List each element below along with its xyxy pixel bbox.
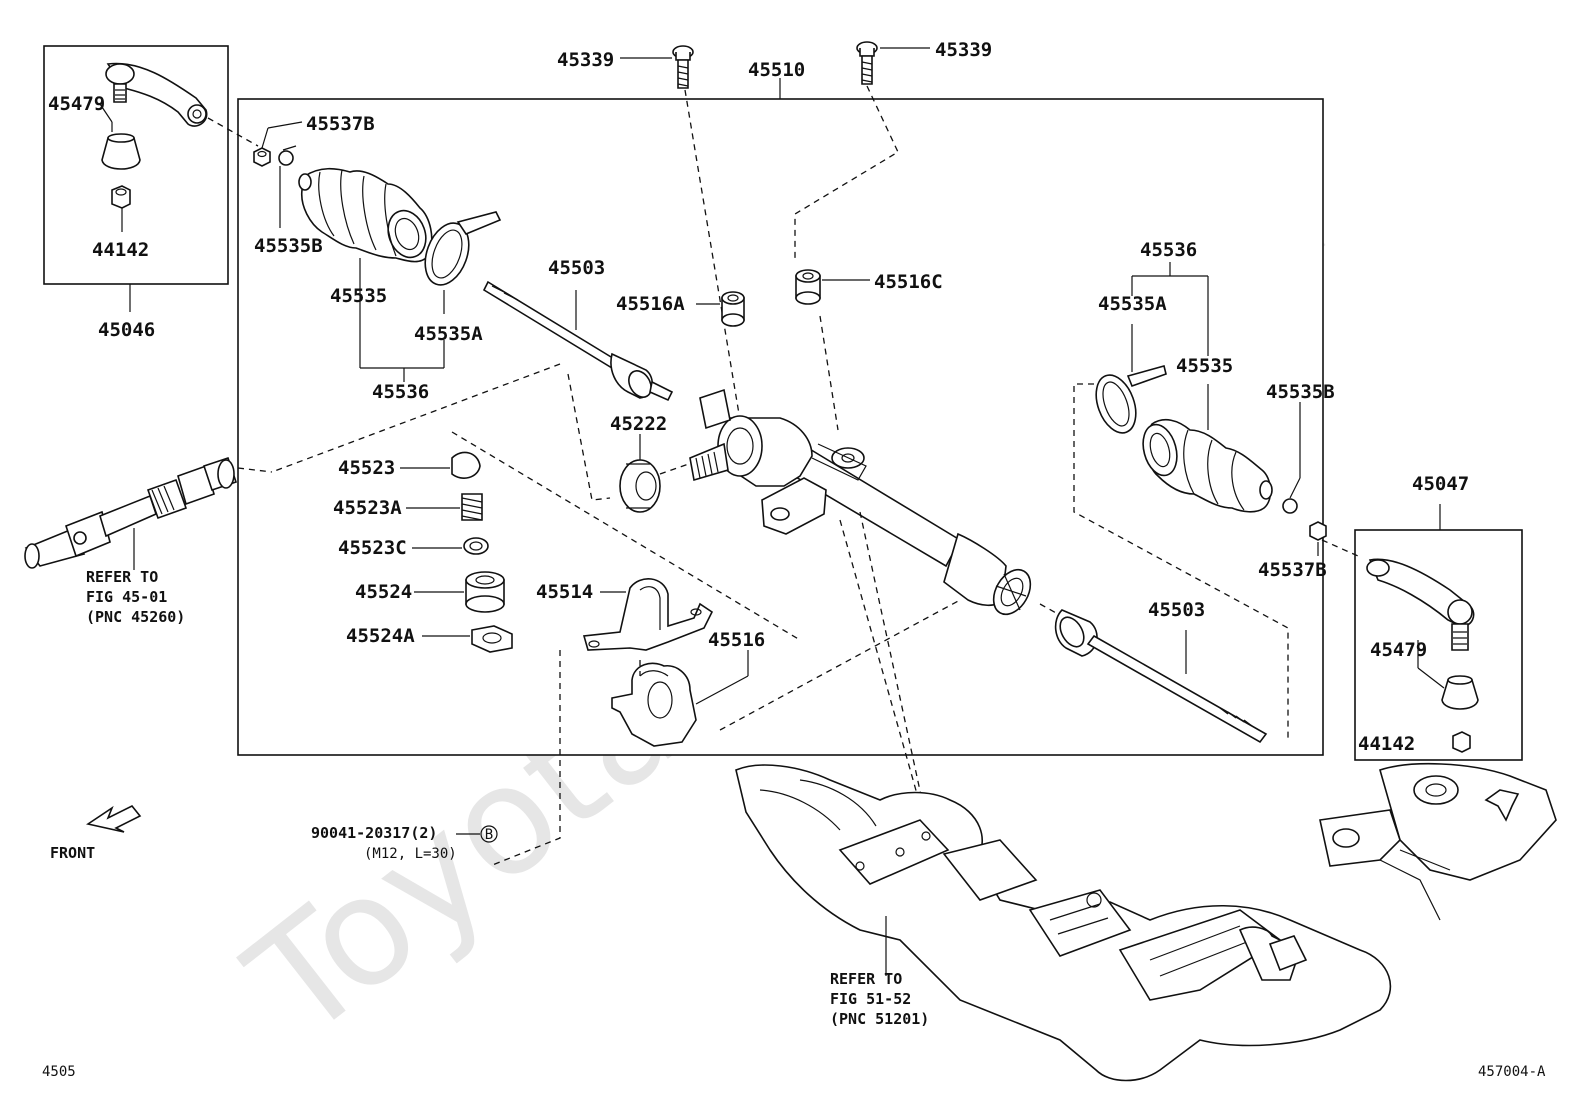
label-tie-rod-end-left: 45046 [98, 319, 155, 341]
right-boot-group [1095, 365, 1327, 541]
footer-left-code: 4505 [42, 1064, 76, 1080]
suspension-crossmember [735, 762, 1557, 1082]
tie-rod-end-left-box [43, 45, 229, 285]
left-boot-group [253, 145, 502, 286]
label-washer: 45523C [338, 537, 407, 559]
bolt-marker-circle-icon [480, 825, 498, 843]
label-boot-kit-left: 45536 [372, 381, 429, 403]
label-tie-rod-end-right: 45047 [1412, 473, 1469, 495]
label-guide: 45523 [338, 457, 395, 479]
steering-gear-housing [689, 388, 1032, 616]
label-bolt-right: 45339 [935, 39, 992, 61]
refer-shaft-line-3: (PNC 45260) [86, 608, 185, 626]
label-clip-b-left: 45535B [254, 235, 323, 257]
label-bracket-bushing: 45516 [708, 629, 765, 651]
label-clip-a-right: 45535A [1098, 293, 1167, 315]
label-nut-end-right: 44142 [1358, 733, 1415, 755]
front-arrow-icon [85, 804, 142, 833]
label-boot-end-left: 45479 [48, 93, 105, 115]
refer-frame-line-3: (PNC 51201) [830, 1010, 929, 1028]
refer-frame-line-2: FIG 51-52 [830, 990, 911, 1008]
bolt-left [672, 45, 694, 89]
bolt-spec-number: 90041-20317(2) [311, 824, 437, 842]
label-boot-left: 45535 [330, 285, 387, 307]
label-bushing-a: 45516A [616, 293, 685, 315]
label-bolt-left: 45339 [557, 49, 614, 71]
bracket [582, 578, 714, 651]
label-rod-right: 45503 [1148, 599, 1205, 621]
label-boot-end-right: 45479 [1370, 639, 1427, 661]
bushing-a [721, 291, 745, 327]
label-clip-a-left: 45535A [414, 323, 483, 345]
label-spring: 45523A [333, 497, 402, 519]
refer-shaft-note: REFER TO FIG 45-01 (PNC 45260) [86, 568, 185, 626]
right-inner-rod [1054, 609, 1268, 744]
label-bushing-c: 45516C [874, 271, 943, 293]
label-plug: 45524 [355, 581, 412, 603]
part-labels: 45339 45339 45510 45537B 45535B 45535 45… [48, 39, 1469, 755]
label-clamp-b-left: 45537B [306, 113, 375, 135]
label-nut-end-left: 44142 [92, 239, 149, 261]
small-parts-column [451, 451, 513, 653]
label-clamp-b-right: 45537B [1258, 559, 1327, 581]
bolt-spec-size: (M12, L=30) [364, 846, 457, 862]
label-clip-b-right: 45535B [1266, 381, 1335, 403]
bracket-bushing [611, 662, 697, 747]
intermediate-shaft [24, 456, 238, 569]
bushing-c [795, 269, 821, 305]
label-boot-right: 45535 [1176, 355, 1233, 377]
refer-frame-note: REFER TO FIG 51-52 (PNC 51201) [830, 970, 929, 1028]
refer-shaft-line-2: FIG 45-01 [86, 588, 167, 606]
seal [619, 459, 661, 513]
left-inner-rod [482, 280, 674, 402]
bolt-spec-note: 90041-20317(2) (M12, L=30) B [311, 824, 498, 862]
label-gear-assembly: 45510 [748, 59, 805, 81]
label-locknut: 45524A [346, 625, 415, 647]
front-label: FRONT [50, 844, 95, 862]
footer-right-code: 457004-A [1478, 1064, 1546, 1080]
label-boot-kit-right: 45536 [1140, 239, 1197, 261]
label-rod-left: 45503 [548, 257, 605, 279]
refer-frame-line-1: REFER TO [830, 970, 902, 988]
bolt-right [856, 41, 878, 85]
refer-shaft-line-1: REFER TO [86, 568, 158, 586]
label-bracket: 45514 [536, 581, 593, 603]
label-seal: 45222 [610, 413, 667, 435]
bolt-marker-letter: B [485, 827, 493, 843]
tie-rod-end-right-box [1354, 529, 1523, 761]
